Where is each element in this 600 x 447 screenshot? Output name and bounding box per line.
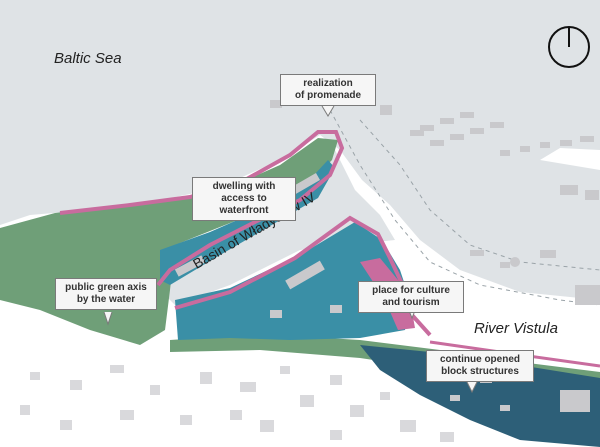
block-structures-area	[360, 345, 600, 447]
city-blocks	[20, 365, 454, 442]
round-structure	[510, 257, 520, 267]
baltic-sea-label: Baltic Sea	[54, 50, 122, 67]
callout-promenade: realization of promenade	[280, 74, 376, 106]
river-vistula-label: River Vistula	[474, 320, 558, 337]
callout-green-axis: public green axis by the water	[55, 278, 157, 310]
callout-dwelling: dwelling with access to waterfront	[192, 177, 296, 221]
dwelling-area	[160, 160, 335, 285]
callout-culture: place for culture and tourism	[358, 281, 464, 313]
east-land	[540, 148, 600, 170]
dashed-route-2	[359, 119, 600, 271]
north-arrow-icon	[548, 26, 590, 68]
basin-water	[160, 140, 395, 305]
callout-block: continue opened block structures	[426, 350, 534, 382]
sea-and-river-water	[0, 0, 600, 300]
